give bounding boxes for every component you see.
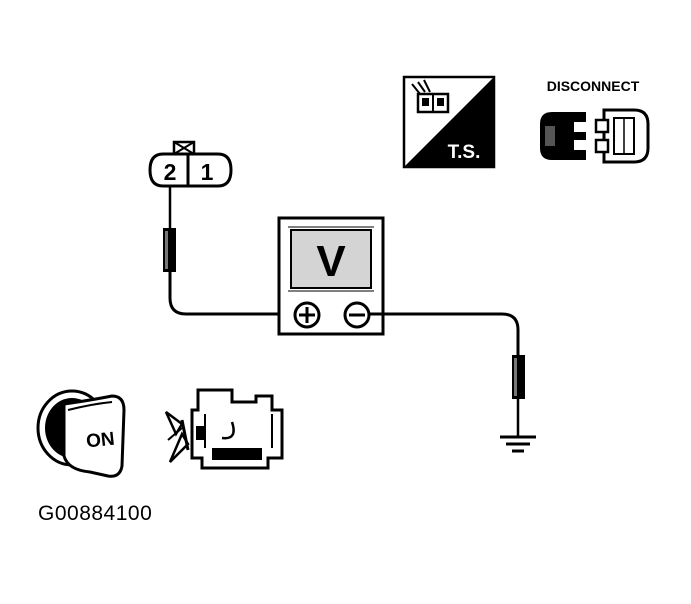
voltmeter-display: V — [316, 237, 346, 286]
connector-pin-2: 2 — [164, 159, 177, 185]
figure-id: G00884100 — [38, 502, 153, 525]
ground-icon — [500, 435, 536, 453]
ignition-on-icon: ON — [36, 389, 126, 478]
positive-probe-lead — [163, 186, 292, 316]
disconnect-label: DISCONNECT — [547, 78, 640, 94]
terminal-side-label: T.S. — [448, 142, 481, 163]
harness-connector: 2 1 — [148, 140, 233, 188]
voltmeter: V — [277, 216, 385, 336]
connector-pin-1: 1 — [201, 159, 214, 185]
engine-icon — [164, 388, 284, 470]
negative-probe-lead — [370, 312, 525, 437]
ignition-on-label: ON — [85, 429, 116, 453]
disconnect-icon: DISCONNECT — [540, 78, 650, 164]
terminal-side-icon: T.S. — [402, 75, 496, 169]
